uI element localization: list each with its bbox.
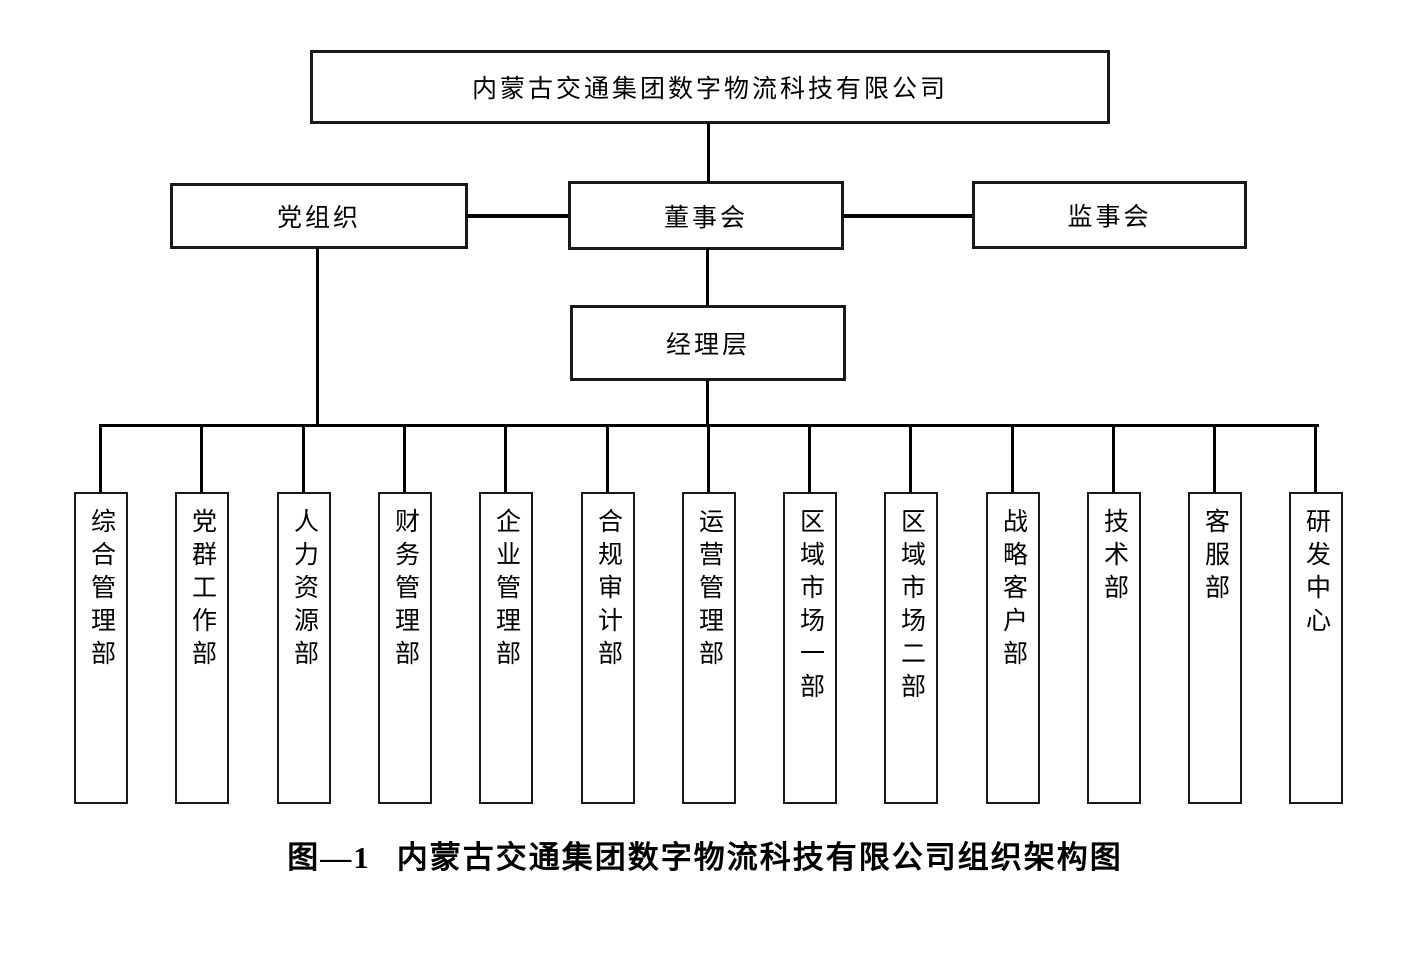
dept-box-regional-market-1: 区域市场一部	[783, 492, 837, 804]
supervisory-board-label: 监事会	[1067, 204, 1152, 231]
root-company-box: 内蒙古交通集团数字物流科技有限公司	[310, 50, 1110, 124]
dept-label: 区域市场二部	[897, 508, 925, 706]
figure-title: 内蒙古交通集团数字物流科技有限公司组织架构图	[396, 840, 1123, 875]
dept-box-finance-management: 财务管理部	[378, 492, 432, 804]
dept-label: 合规审计部	[594, 508, 622, 673]
connector-bus-to-dept-12	[1213, 424, 1216, 492]
dept-box-technology: 技术部	[1087, 492, 1141, 804]
dept-box-regional-market-2: 区域市场二部	[884, 492, 938, 804]
dept-label: 技术部	[1100, 508, 1128, 607]
board-of-directors-label: 董事会	[663, 204, 748, 232]
dept-box-rd-center: 研发中心	[1289, 492, 1343, 804]
management-level-label: 经理层	[665, 332, 750, 359]
figure-number: 图—1	[287, 840, 371, 875]
connector-bus-to-dept-13	[1314, 424, 1317, 492]
dept-label: 财务管理部	[391, 508, 419, 673]
connector-bus-to-dept-11	[1112, 424, 1115, 492]
dept-label: 区域市场一部	[796, 508, 824, 706]
party-organization-label: 党组织	[276, 205, 361, 232]
connector-board-to-supervisory	[843, 214, 972, 218]
dept-label: 运营管理部	[695, 508, 723, 673]
connector-bus-to-dept-8	[808, 424, 811, 492]
dept-label: 战略客户部	[999, 508, 1027, 673]
dept-box-compliance-audit: 合规审计部	[581, 492, 635, 804]
dept-box-human-resources: 人力资源部	[277, 492, 331, 804]
figure-caption: 图—1 内蒙古交通集团数字物流科技有限公司组织架构图	[0, 832, 1410, 877]
management-level-box: 经理层	[570, 305, 846, 381]
dept-label: 综合管理部	[87, 508, 115, 673]
connector-bus-to-dept-10	[1011, 424, 1014, 492]
connector-party-to-bus	[316, 248, 319, 425]
dept-box-party-mass-work: 党群工作部	[175, 492, 229, 804]
connector-bus-to-dept-7	[707, 424, 710, 492]
connector-root-to-board	[707, 123, 710, 183]
connector-board-to-management	[706, 249, 709, 306]
dept-box-general-management: 综合管理部	[74, 492, 128, 804]
connector-bus-to-dept-3	[302, 424, 305, 492]
connector-bus-to-dept-9	[909, 424, 912, 492]
dept-box-operations-management: 运营管理部	[682, 492, 736, 804]
connector-bus-to-dept-2	[200, 424, 203, 492]
connector-bus-to-dept-1	[99, 424, 102, 492]
supervisory-board-box: 监事会	[972, 181, 1247, 249]
root-company-label: 内蒙古交通集团数字物流科技有限公司	[471, 76, 948, 103]
dept-label: 人力资源部	[290, 508, 318, 673]
connector-party-to-board	[467, 214, 568, 218]
dept-label: 党群工作部	[188, 508, 216, 673]
dept-label: 研发中心	[1302, 508, 1330, 640]
connector-bus-to-dept-5	[504, 424, 507, 492]
dept-box-customer-service: 客服部	[1188, 492, 1242, 804]
connector-bus-to-dept-4	[403, 424, 406, 492]
dept-box-strategic-clients: 战略客户部	[986, 492, 1040, 804]
board-of-directors-box: 董事会	[568, 181, 844, 250]
connector-management-to-bus	[706, 380, 709, 425]
connector-bus-to-dept-6	[606, 424, 609, 492]
dept-box-enterprise-management: 企业管理部	[479, 492, 533, 804]
party-organization-box: 党组织	[170, 183, 468, 249]
dept-label: 客服部	[1201, 508, 1229, 607]
dept-label: 企业管理部	[492, 508, 520, 673]
